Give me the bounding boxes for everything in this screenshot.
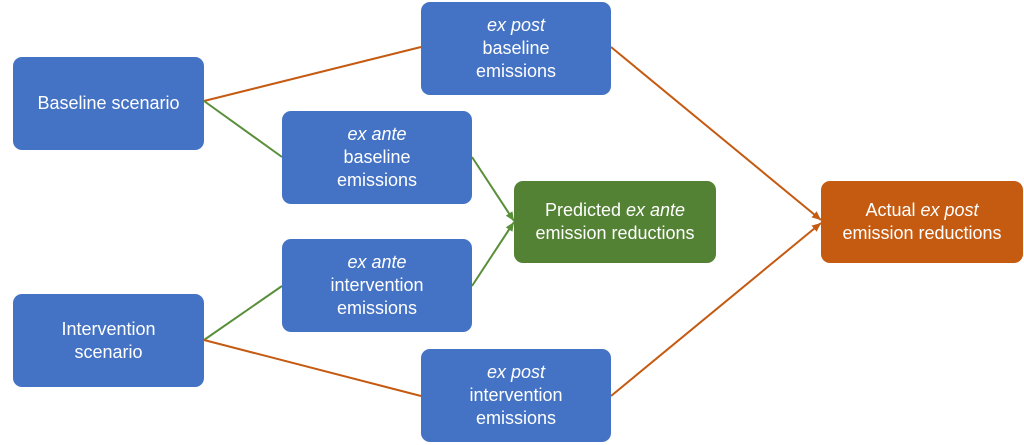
actual-qualifier: ex post	[920, 200, 979, 220]
actual-label-line1: Actual ex post	[865, 199, 978, 222]
expost-baseline-qualifier: ex post	[486, 15, 546, 35]
exante-intervention-qualifier: ex ante	[347, 252, 407, 272]
expost-intervention-qualifier: ex post	[486, 362, 546, 382]
connector-expost-baseline-to-actual	[610, 46, 822, 221]
exante-intervention-label-line3: emissions	[336, 298, 418, 318]
predicted-word: Predicted	[544, 200, 621, 220]
exante-baseline-emissions-node: ex ante baseline emissions	[282, 111, 472, 204]
expost-baseline-label-line3: emissions	[475, 61, 557, 81]
intervention-scenario-node: Intervention scenario	[13, 294, 204, 387]
connector-expost-intervention-to-actual	[610, 222, 822, 397]
actual-expost-reductions-node: Actual ex post emission reductions	[821, 181, 1023, 263]
expost-intervention-label-line2: intervention	[469, 385, 563, 405]
connector-exante-baseline-to-predicted	[471, 156, 515, 222]
connector-exante-intervention-to-predicted	[471, 221, 515, 287]
predicted-exante-reductions-node: Predicted ex ante emission reductions	[514, 181, 716, 263]
expost-intervention-emissions-node: ex post intervention emissions	[421, 349, 611, 442]
predicted-qualifier: ex ante	[626, 200, 686, 220]
expost-baseline-label-line2: baseline	[482, 38, 550, 58]
baseline-scenario-label: Baseline scenario	[37, 93, 180, 113]
exante-baseline-qualifier: ex ante	[347, 124, 407, 144]
expost-intervention-label-line3: emissions	[475, 408, 557, 428]
exante-intervention-emissions-node: ex ante intervention emissions	[282, 239, 472, 332]
connector-intervention-scenario-to-exante-intervention	[203, 285, 283, 341]
actual-word: Actual	[865, 200, 916, 220]
exante-intervention-label-line2: intervention	[330, 275, 424, 295]
intervention-scenario-label-line1: Intervention	[61, 318, 156, 339]
predicted-label-line1: Predicted ex ante	[545, 199, 685, 222]
connector-baseline-scenario-to-expost-baseline	[203, 46, 422, 102]
intervention-scenario-label-line2: scenario	[74, 341, 143, 362]
predicted-label-line2: emission reductions	[535, 223, 695, 243]
connector-baseline-scenario-to-exante-baseline	[203, 100, 283, 158]
connector-intervention-scenario-to-expost-intervention	[203, 339, 422, 397]
expost-baseline-emissions-node: ex post baseline emissions	[421, 2, 611, 95]
exante-baseline-label-line3: emissions	[336, 170, 418, 190]
exante-baseline-label-line2: baseline	[343, 147, 411, 167]
baseline-scenario-node: Baseline scenario	[13, 57, 204, 150]
actual-label-line2: emission reductions	[842, 223, 1002, 243]
